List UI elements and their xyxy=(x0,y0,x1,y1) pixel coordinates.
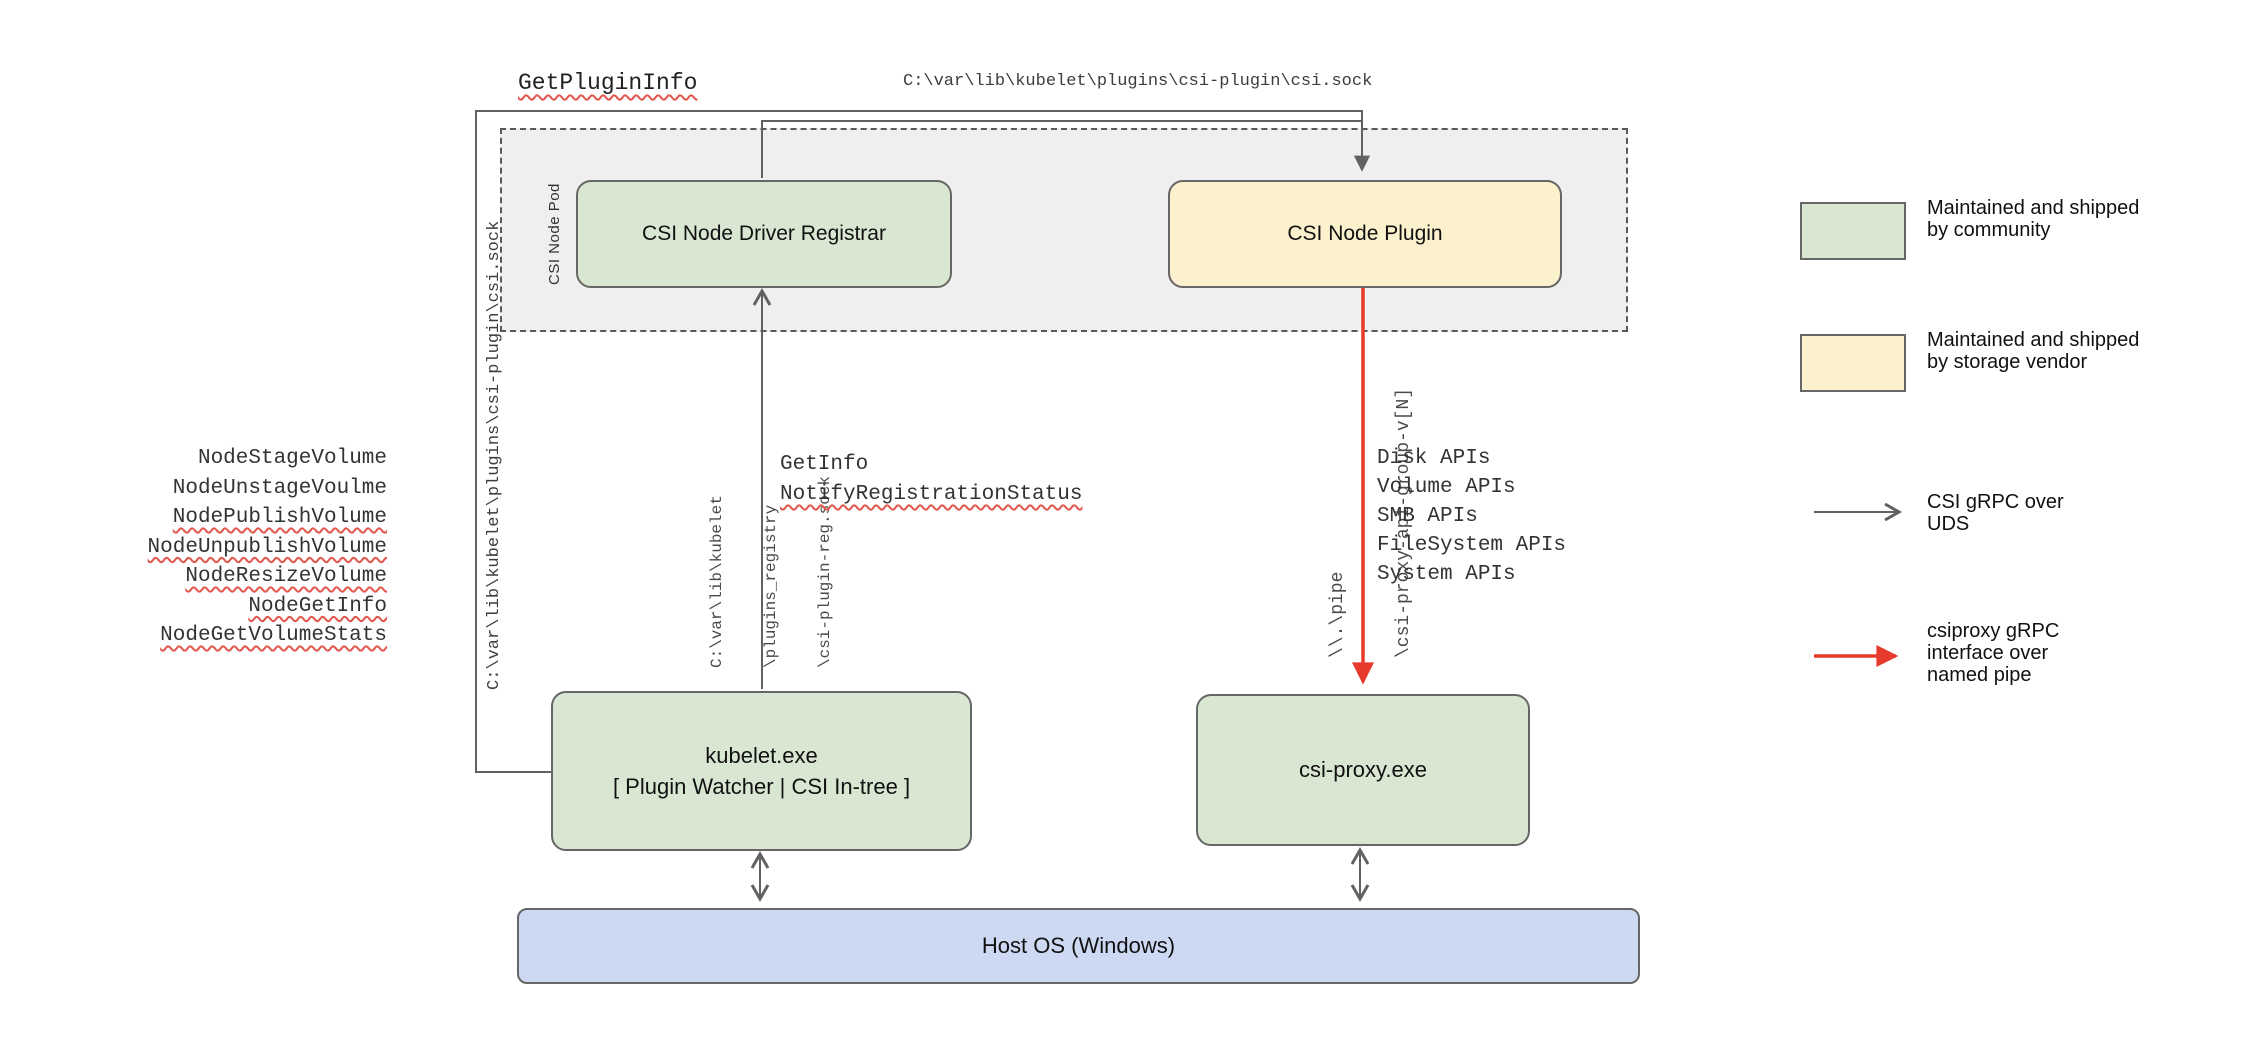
api-item: System APIs xyxy=(1377,563,1516,586)
csi-node-driver-registrar-node: CSI Node Driver Registrar xyxy=(576,180,952,288)
node-call-item: NodeUnstageVoulme xyxy=(172,476,387,500)
node-call-item: NodeGetInfo xyxy=(248,594,387,618)
api-item: SMB APIs xyxy=(1377,505,1478,528)
kubelet-node: kubelet.exe [ Plugin Watcher | CSI In-tr… xyxy=(551,691,972,851)
api-item: Volume APIs xyxy=(1377,476,1516,499)
csi-proxy-node: csi-proxy.exe xyxy=(1196,694,1530,846)
edge-registrar-to-plugin xyxy=(761,120,1362,178)
legend-uds-label: CSI gRPC over UDS xyxy=(1927,491,2064,535)
node-call-item: NodeGetVolumeStats xyxy=(160,624,387,647)
host-os-node: Host OS (Windows) xyxy=(517,908,1640,984)
getplugininfo-label: GetPluginInfo xyxy=(518,70,698,96)
host-os-label: Host OS (Windows) xyxy=(981,933,1176,958)
registration-calls-label: GetInfo NotifyRegistrationStatus xyxy=(780,450,1082,510)
csi-sock-path-top-label: C:\var\lib\kubelet\plugins\csi-plugin\cs… xyxy=(903,72,1373,91)
api-list: Disk APIs Volume APIs SMB APIs FileSyste… xyxy=(1377,444,1566,589)
legend-vendor-swatch xyxy=(1800,334,1906,392)
legend-namedpipe-label: csiproxy gRPC interface over named pipe xyxy=(1927,620,2060,686)
csi-proxy-label: csi-proxy.exe xyxy=(1299,757,1427,782)
kubelet-label-line2: [ Plugin Watcher | CSI In-tree ] xyxy=(612,774,911,799)
api-item: Disk APIs xyxy=(1377,447,1491,470)
node-call-item: NodeUnpublishVolume xyxy=(147,535,387,559)
node-call-item: NodeStageVolume xyxy=(197,447,387,470)
registrar-label: CSI Node Driver Registrar xyxy=(642,222,886,245)
edge-getplugininfo xyxy=(475,110,1371,773)
node-calls-list: NodeStageVolume NodeUnstageVoulme NodePu… xyxy=(60,444,387,651)
kubelet-label-line1: kubelet.exe xyxy=(705,743,818,768)
notify-registration-status-label: NotifyRegistrationStatus xyxy=(780,483,1083,506)
node-call-item: NodeResizeVolume xyxy=(185,565,387,588)
csi-sock-path-left-label: C:\var\lib\kubelet\plugins\csi-plugin\cs… xyxy=(485,220,504,690)
csi-node-plugin-node: CSI Node Plugin xyxy=(1168,180,1562,288)
legend-vendor-label: Maintained and shipped by storage vendor xyxy=(1927,329,2140,373)
legend-community-swatch xyxy=(1800,202,1906,260)
getinfo-label: GetInfo xyxy=(780,453,869,476)
node-call-item: NodePublishVolume xyxy=(172,506,387,529)
plugin-label: CSI Node Plugin xyxy=(1287,222,1443,245)
legend-community-label: Maintained and shipped by community xyxy=(1927,197,2140,241)
api-item: FileSystem APIs xyxy=(1377,534,1567,557)
